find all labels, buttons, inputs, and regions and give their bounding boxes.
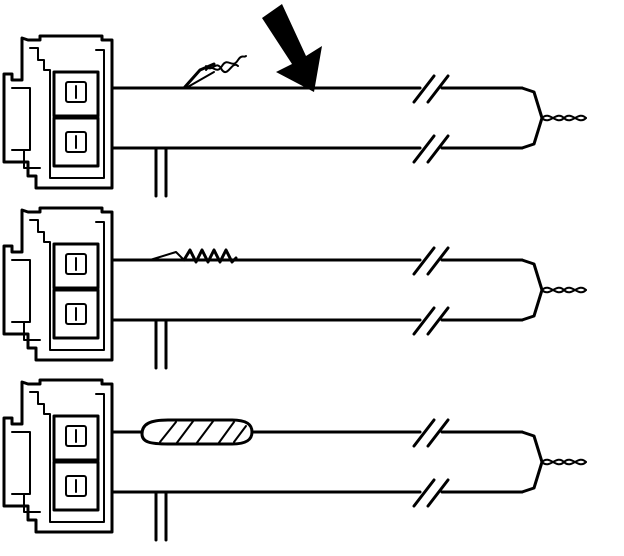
connector-icon xyxy=(2,378,114,534)
connector-icon xyxy=(2,34,114,190)
wrapped-wire-coil xyxy=(182,248,238,264)
lifted-wire xyxy=(148,62,216,90)
panel-3 xyxy=(2,378,588,542)
harness-1 xyxy=(110,74,588,198)
connector-icon xyxy=(2,206,114,362)
twisted-pigtail-icon xyxy=(205,55,247,71)
arrow-down-icon xyxy=(262,4,322,92)
tape-splice xyxy=(140,418,254,446)
harness-2 xyxy=(110,246,588,370)
panel-2 xyxy=(2,206,588,370)
panel-1 xyxy=(2,4,588,198)
